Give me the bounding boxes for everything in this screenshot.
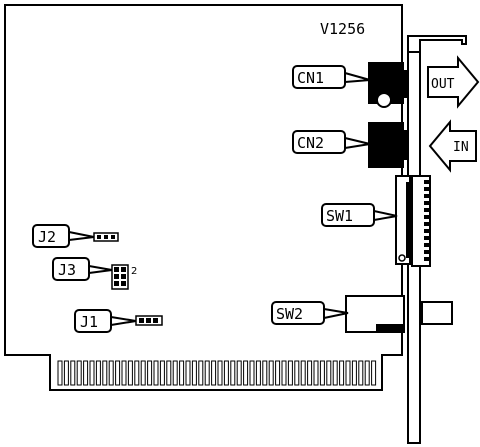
sw1-label: SW1 [326,207,353,225]
sw1-callout: SW1 [321,203,398,227]
connector-finger [83,360,89,386]
connector-finger [255,360,261,386]
j1-label: J1 [80,313,98,331]
cn2-callout: CN2 [292,130,371,154]
connector-finger [57,360,63,386]
connector-finger [153,360,159,386]
j3-callout: J3 [52,257,113,281]
connector-finger [313,360,319,386]
j2-callout: J2 [32,224,95,248]
sw2-callout: SW2 [271,301,349,325]
cn1-connector [368,62,408,108]
connector-finger [358,360,364,386]
connector-finger [236,360,242,386]
sw1-toggle [424,194,430,198]
connector-finger [204,360,210,386]
connector-finger [191,360,197,386]
connector-finger [127,360,133,386]
connector-finger [198,360,204,386]
connector-finger [371,360,377,386]
connector-finger [166,360,172,386]
connector-finger [345,360,351,386]
in-arrow-label: IN [453,140,469,155]
sw1-toggle [424,187,430,191]
sw1-toggle [424,236,430,240]
connector-finger [89,360,95,386]
sw1-toggle [424,250,430,254]
connector-finger [339,360,345,386]
connector-finger [243,360,249,386]
connector-finger [294,360,300,386]
model-number: V1256 [320,20,365,38]
connector-finger [364,360,370,386]
connector-finger [249,360,255,386]
sw1-toggle [424,180,430,184]
j3-label: J3 [58,261,76,279]
connector-finger [307,360,313,386]
cn2-connector [368,122,408,168]
edge-connector [57,360,377,386]
connector-finger [275,360,281,386]
connector-finger [319,360,325,386]
sw1-toggle [424,208,430,212]
j3-pin-number: 2 [131,266,137,277]
connector-finger [351,360,357,386]
j2-jumper [93,232,119,242]
connector-finger [300,360,306,386]
connector-finger [287,360,293,386]
connector-finger [223,360,229,386]
connector-finger [70,360,76,386]
sw1-toggle [424,215,430,219]
cn1-callout: CN1 [292,65,371,89]
connector-finger [140,360,146,386]
j2-label: J2 [38,228,56,246]
out-arrow-icon: OUT [427,55,480,109]
connector-finger [108,360,114,386]
connector-finger [134,360,140,386]
connector-finger [281,360,287,386]
board-outline [4,4,403,391]
connector-finger [185,360,191,386]
connector-finger [332,360,338,386]
connector-finger [159,360,165,386]
sw2-switch [345,295,453,333]
sw2-label: SW2 [276,305,303,323]
j1-jumper [135,315,163,326]
connector-finger [115,360,121,386]
in-arrow-icon: IN [428,119,477,173]
sw1-toggle [424,201,430,205]
connector-finger [76,360,82,386]
out-arrow-label: OUT [431,77,455,92]
cn1-label: CN1 [297,69,324,87]
sw1-toggle [424,257,430,261]
connector-finger [217,360,223,386]
connector-finger [262,360,268,386]
connector-finger [121,360,127,386]
connector-finger [326,360,332,386]
connector-finger [268,360,274,386]
connector-finger [211,360,217,386]
connector-finger [63,360,69,386]
connector-finger [230,360,236,386]
connector-finger [95,360,101,386]
cn2-label: CN2 [297,134,324,152]
connector-finger [179,360,185,386]
sw1-toggle [424,229,430,233]
connector-finger [147,360,153,386]
connector-finger [102,360,108,386]
sw1-switch [395,175,431,267]
j1-callout: J1 [74,309,137,333]
connector-finger [172,360,178,386]
j3-jumper: 2 [111,264,137,290]
sw1-toggle [424,243,430,247]
sw1-toggle [424,222,430,226]
